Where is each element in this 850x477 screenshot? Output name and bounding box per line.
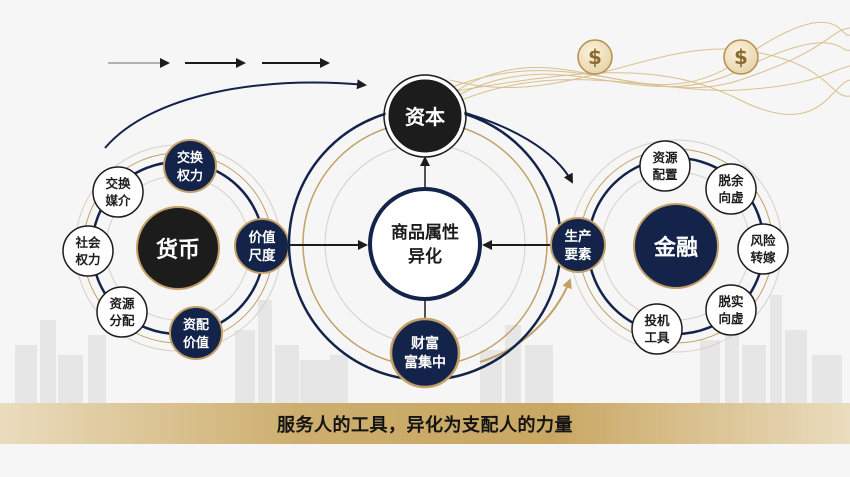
- skyline-background: [15, 295, 842, 403]
- arrow-gold-rising: [479, 278, 572, 363]
- finance-label: 金融: [653, 235, 698, 261]
- middle-hub: 商品属性 异化 资本 财富 富集中: [287, 74, 563, 389]
- node-surplus-virtual-line2: 向虚: [718, 190, 744, 205]
- right-hub-center: 金融: [633, 203, 719, 289]
- wealth-concentration-node: 财富 富集中: [389, 317, 461, 389]
- node-allocation-value-line1: 资配: [183, 317, 209, 333]
- node-value-measure-line2: 尺度: [249, 247, 276, 264]
- node-exchange-medium-line1: 交换: [105, 176, 131, 191]
- node-resource-allocation-line1: 资源: [109, 296, 135, 311]
- node-resource-configuration: 资源 配置: [639, 140, 691, 192]
- node-exchange-medium-line2: 媒介: [105, 193, 131, 208]
- node-surplus-virtual: 脱余 向虚: [705, 163, 757, 215]
- gold-wave-lines: [449, 21, 850, 115]
- bottom-banner: 服务人的工具，异化为支配人的力量: [0, 403, 850, 444]
- commodity-attribute-line2: 异化: [408, 246, 442, 267]
- left-hub-center: 货币: [136, 206, 220, 290]
- coin-1-symbol: $: [588, 45, 602, 69]
- coin-2: $: [723, 39, 759, 75]
- node-speculation-tool: 投机 工具: [631, 303, 683, 355]
- node-value-measure: 价值 尺度: [234, 218, 290, 274]
- node-production-factors-line2: 要素: [565, 246, 593, 263]
- node-real-to-virtual-line2: 向虚: [718, 311, 744, 326]
- node-allocation-value-line2: 价值: [183, 335, 209, 351]
- node-exchange-power: 交换 权力: [163, 139, 217, 193]
- node-speculation-tool-line1: 投机: [644, 313, 670, 328]
- node-resource-allocation: 资源 分配: [96, 286, 148, 338]
- node-speculation-tool-line2: 工具: [644, 330, 670, 345]
- coin-1: $: [577, 39, 613, 75]
- node-real-to-virtual: 脱实 向虚: [705, 284, 757, 336]
- node-resource-allocation-line2: 分配: [109, 313, 135, 328]
- node-real-to-virtual-line1: 脱实: [718, 294, 743, 309]
- middle-hub-center: 商品属性 异化: [368, 187, 482, 301]
- node-social-power-line2: 权力: [74, 252, 100, 267]
- node-allocation-value: 资配 价值: [169, 306, 223, 360]
- node-exchange-medium: 交换 媒介: [92, 166, 144, 218]
- node-exchange-power-line1: 交换: [177, 150, 204, 166]
- node-resource-configuration-line2: 配置: [652, 167, 678, 182]
- node-production-factors-line1: 生产: [565, 228, 592, 245]
- node-risk-transfer-line2: 转嫁: [750, 250, 776, 265]
- node-resource-configuration-line1: 资源: [652, 150, 678, 165]
- node-social-power-line1: 社会: [74, 235, 101, 250]
- currency-label: 货币: [156, 237, 200, 263]
- node-value-measure-line1: 价值: [249, 229, 276, 246]
- left-hub: 货币 交换 权力 交换 媒介 社会 权力 资源 分配 资配: [62, 139, 290, 360]
- arrow-to-capital: [104, 79, 367, 149]
- arrow-to-finance: [454, 109, 573, 184]
- node-surplus-virtual-line1: 脱余: [718, 173, 744, 188]
- node-production-factors: 生产 要素: [550, 217, 606, 273]
- coin-2-symbol: $: [734, 45, 748, 69]
- wealth-label-line2: 富集中: [404, 354, 446, 371]
- node-risk-transfer: 风险 转嫁: [737, 223, 789, 275]
- node-exchange-power-line2: 权力: [176, 168, 203, 184]
- banner-text: 服务人的工具，异化为支配人的力量: [277, 414, 573, 436]
- right-hub: 金融 生产 要素 资源 配置 脱余 向虚 风险 转嫁 脱实 向虚: [550, 139, 789, 355]
- wealth-label-line1: 财富: [410, 335, 439, 352]
- commodity-attribute-line1: 商品属性: [391, 222, 459, 243]
- node-risk-transfer-line1: 风险: [750, 233, 776, 248]
- capital-node: 资本: [383, 74, 467, 158]
- node-social-power: 社会 权力: [62, 225, 114, 277]
- capital-label: 资本: [405, 105, 445, 129]
